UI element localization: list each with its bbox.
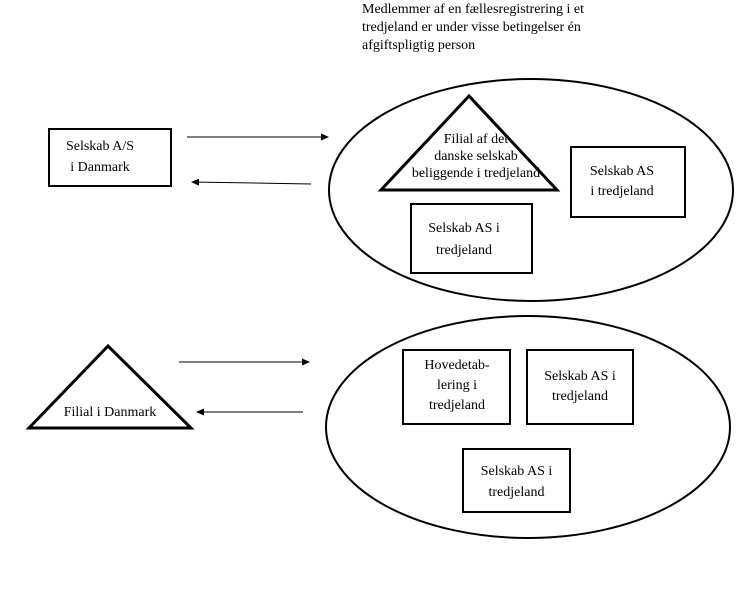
- company-bottom-box-bottom: [462, 448, 571, 513]
- company-bottom-box: [410, 203, 533, 274]
- bottom-group-ellipse: [325, 315, 731, 539]
- note-text: Medlemmer af en fællesregistrering i et …: [362, 1, 652, 55]
- note-line-2: tredjeland er under visse betingelser én: [362, 20, 581, 35]
- head-office-box: [402, 349, 511, 425]
- company-right-box: [570, 146, 686, 218]
- company-bottom-label: Selskab AS i tredjeland: [428, 221, 500, 258]
- company-right-label: Selskab AS i tredjeland: [589, 164, 655, 199]
- company-bottom-label-bottom: Selskab AS i tredjeland: [480, 464, 553, 500]
- danish-branch-label: Filial i Danmark: [63, 405, 157, 420]
- branch-triangle: [377, 93, 561, 192]
- top-group-ellipse: [328, 78, 734, 302]
- arrow-left-top: [191, 178, 312, 186]
- company-right-label-bottom: Selskab AS i tredjeland: [544, 369, 616, 404]
- danish-company-label: Selskab A/S i Danmark: [65, 139, 135, 175]
- branch-triangle-label: Filial af det danske selskab beliggende …: [411, 132, 541, 181]
- company-right-box-bottom: [526, 349, 634, 425]
- note-line-3: afgiftspligtig person: [362, 38, 476, 53]
- note-line-1: Medlemmer af en fællesregistrering i et: [362, 2, 584, 17]
- head-office-label: Hovedetab- lering i tredjeland: [424, 358, 490, 413]
- danish-company-box: [48, 128, 172, 187]
- danish-branch-triangle: [25, 343, 195, 430]
